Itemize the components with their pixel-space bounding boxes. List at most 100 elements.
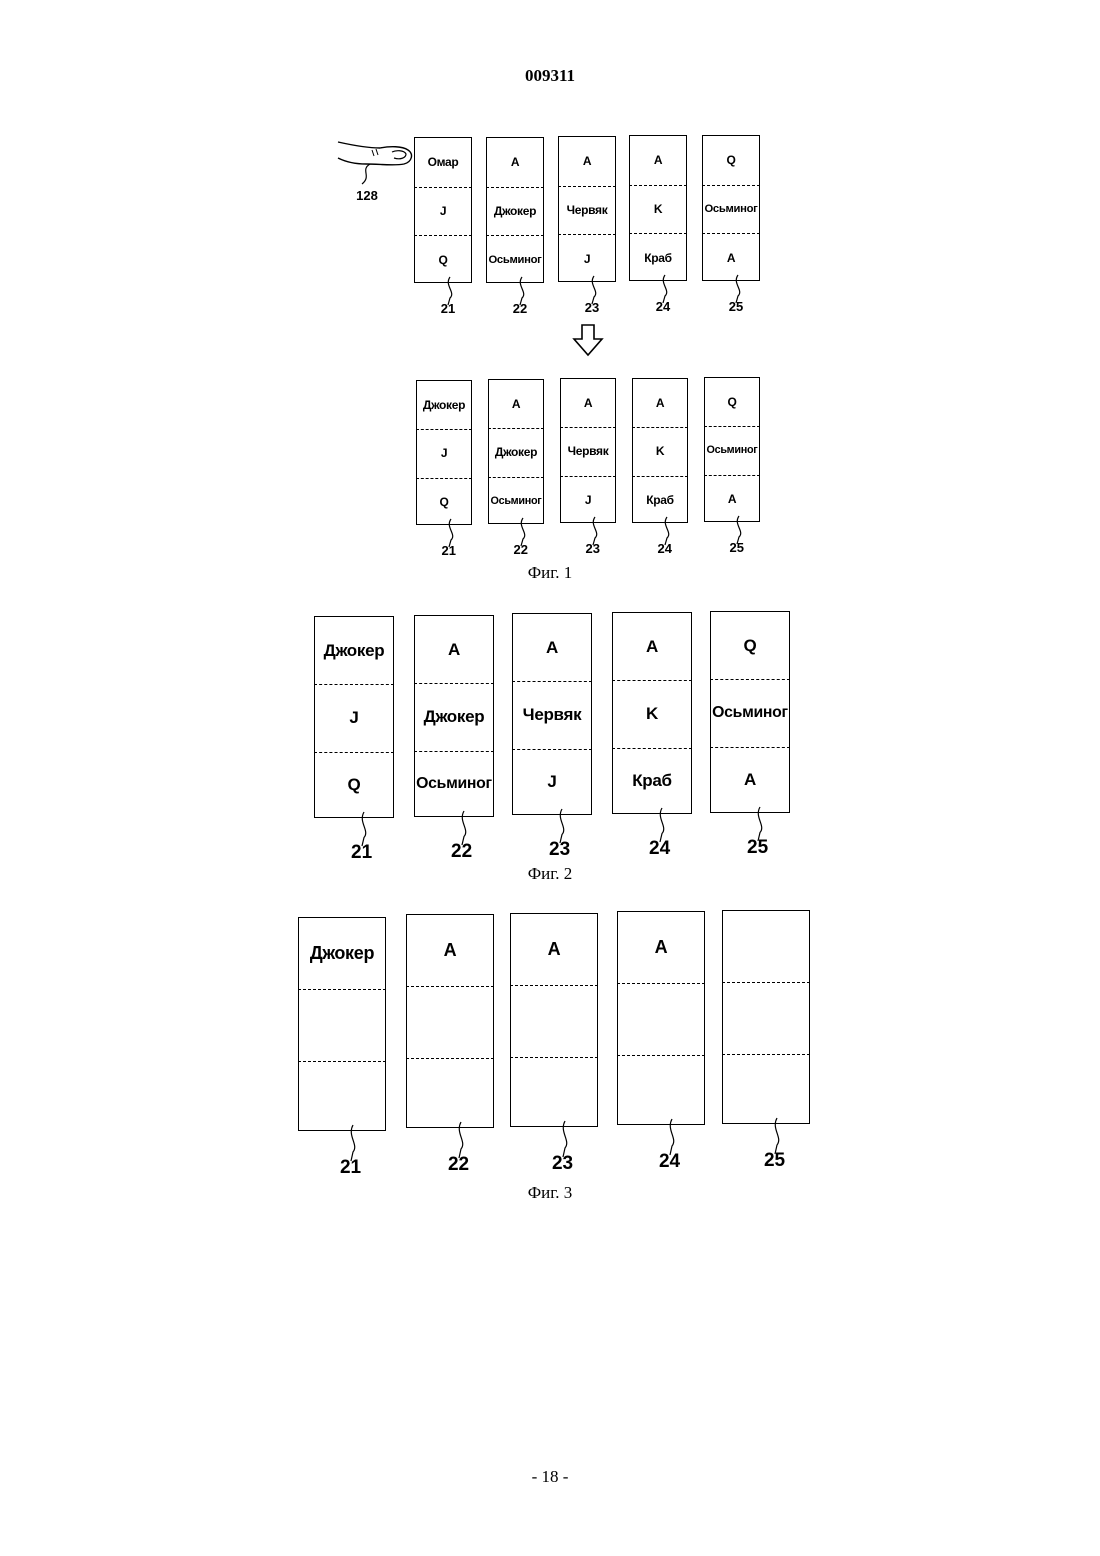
reel-symbol: A [613, 613, 691, 680]
reel-22: AДжокерОсьминог [488, 379, 544, 524]
reel-22: AДжокерОсьминог [486, 137, 544, 283]
reel-symbol: Джокер [417, 381, 471, 429]
reel-symbol [299, 989, 385, 1060]
reel-divider [632, 427, 688, 428]
reel-symbol: Джокер [487, 187, 543, 236]
reel-divider [488, 428, 544, 429]
reel-ref-label: 23 [572, 300, 612, 315]
reel-divider [612, 680, 692, 681]
reel-ref-label: 21 [428, 301, 468, 316]
reel-symbol: Омар [415, 138, 471, 187]
reel-symbol: Q [705, 378, 759, 426]
finger-ref-label: 128 [347, 188, 387, 203]
reel-symbol: Джокер [315, 617, 393, 684]
reel-25: QОсьминогA [704, 377, 760, 522]
reel-symbol: A [489, 380, 543, 428]
reel-21: ДжокерJQ [416, 380, 472, 525]
reel-symbol: A [711, 747, 789, 814]
figure-3-caption: Фиг. 3 [0, 1183, 1100, 1203]
reel-24: AKКраб [632, 378, 688, 523]
reel-symbol: K [630, 185, 686, 234]
reel-symbol [299, 1061, 385, 1132]
reel-symbol [618, 1055, 704, 1126]
reel-symbol: Q [315, 752, 393, 819]
reel-divider [702, 185, 760, 186]
reel-divider [558, 234, 616, 235]
reel-divider [704, 426, 760, 427]
reel-divider [560, 427, 616, 428]
reel-divider [314, 684, 394, 685]
reel-symbol: A [511, 914, 597, 985]
reel-25: QОсьминогA [702, 135, 760, 281]
reel-divider [406, 1058, 494, 1059]
reel-ref-label: 24 [640, 838, 680, 860]
reel-25: QОсьминогA [710, 611, 790, 813]
reel-symbol [407, 1058, 493, 1129]
reel-symbol [723, 1054, 809, 1125]
reel-23: A [510, 913, 598, 1127]
reel-ref-label: 23 [540, 839, 580, 861]
reel-22: AДжокерОсьминог [414, 615, 494, 817]
reel-divider [416, 478, 472, 479]
reel-symbol: K [613, 680, 691, 747]
reel-ref-label: 21 [429, 543, 469, 558]
reel-symbol: Q [703, 136, 759, 185]
reel-divider [722, 982, 810, 983]
reel-divider [629, 185, 687, 186]
reel-divider [488, 477, 544, 478]
reel-divider [510, 1057, 598, 1058]
reel-23: AЧервякJ [512, 613, 592, 815]
reel-divider [629, 233, 687, 234]
reel-symbol: A [415, 616, 493, 683]
reel-ref-label: 23 [573, 541, 613, 556]
reel-24: AKКраб [612, 612, 692, 814]
reel-divider [510, 985, 598, 986]
reel-divider [414, 683, 494, 684]
finger-pointer-icon [336, 136, 416, 180]
reel-symbol: J [417, 429, 471, 477]
reel-divider [617, 983, 705, 984]
reel-symbol: Червяк [513, 681, 591, 748]
reel-symbol: J [315, 684, 393, 751]
reel-divider [632, 476, 688, 477]
reel-divider [702, 233, 760, 234]
reel-symbol [723, 982, 809, 1053]
reel-symbol: A [618, 912, 704, 983]
reel-ref-label: 24 [645, 541, 685, 556]
reel-divider [486, 187, 544, 188]
finger-leader-line [356, 162, 376, 188]
reel-divider [710, 747, 790, 748]
reel-symbol: A [487, 138, 543, 187]
reel-divider [298, 989, 386, 990]
reel-symbol [511, 1057, 597, 1128]
reel-ref-label: 25 [716, 299, 756, 314]
reel-divider [486, 235, 544, 236]
reel-divider [416, 429, 472, 430]
reel-symbol: Осьминог [703, 185, 759, 234]
reel-25 [722, 910, 810, 1124]
reel-symbol: Q [711, 612, 789, 679]
reel-ref-label: 25 [717, 540, 757, 555]
figure-1-caption: Фиг. 1 [0, 563, 1100, 583]
reel-symbol [618, 983, 704, 1054]
reel-21: ДжокерJQ [314, 616, 394, 818]
reel-divider [512, 681, 592, 682]
reel-symbol: J [415, 187, 471, 236]
reel-symbol: Осьминог [705, 426, 759, 474]
reel-divider [617, 1055, 705, 1056]
reel-symbol: A [407, 915, 493, 986]
reel-divider [406, 986, 494, 987]
reel-divider [414, 235, 472, 236]
reel-symbol: A [561, 379, 615, 427]
reel-24: AKКраб [629, 135, 687, 281]
reel-symbol [723, 911, 809, 982]
reel-symbol: Джокер [299, 918, 385, 989]
reel-divider [414, 751, 494, 752]
reel-symbol: Краб [613, 748, 691, 815]
document-number: 009311 [0, 66, 1100, 86]
reel-symbol: J [513, 749, 591, 816]
reel-ref-label: 24 [643, 299, 683, 314]
reel-ref-label: 24 [650, 1151, 690, 1173]
reel-symbol: A [513, 614, 591, 681]
reel-ref-label: 22 [500, 301, 540, 316]
